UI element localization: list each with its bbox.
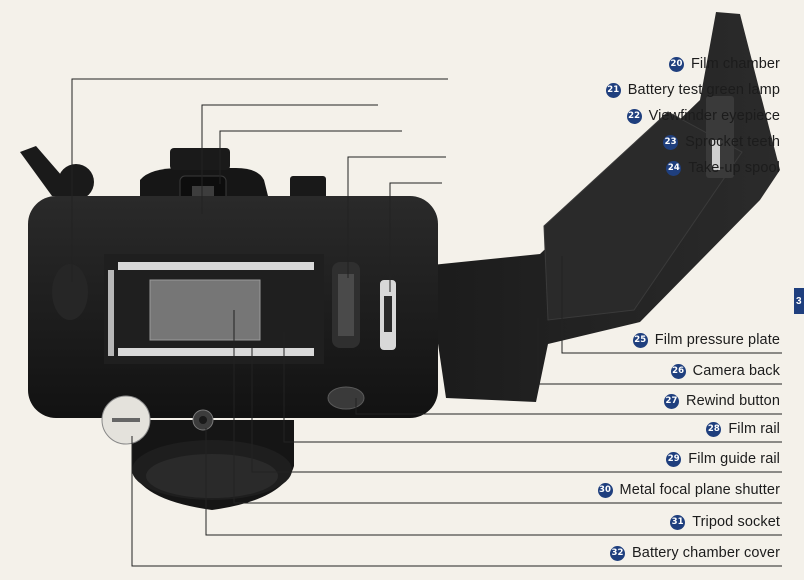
callout-text: Metal focal plane shutter — [619, 482, 780, 498]
callout-text: Film chamber — [690, 56, 780, 72]
callout-take-up-spool: 24 Take-up spool — [666, 158, 780, 178]
callout-film-chamber: 20 Film chamber — [668, 54, 780, 74]
callout-number: 25 — [632, 332, 648, 348]
callout-metal-focal-plane-shutter: 30 Metal focal plane shutter — [597, 480, 780, 500]
callout-text: Tripod socket — [692, 514, 780, 530]
callout-camera-back: 26 Camera back — [670, 361, 780, 381]
callout-viewfinder-eyepiece: 22 Viewfinder eyepiece — [626, 106, 780, 126]
page-tab: 3 — [794, 288, 804, 314]
callout-text: Camera back — [692, 363, 780, 379]
callout-number: 26 — [670, 363, 686, 379]
callout-text: Film guide rail — [688, 451, 780, 467]
callout-number: 22 — [626, 108, 642, 124]
callout-number: 30 — [597, 482, 613, 498]
callout-film-rail: 28 Film rail — [706, 419, 780, 439]
callout-number: 24 — [666, 160, 682, 176]
film-gate — [104, 254, 324, 364]
callout-film-pressure-plate: 25 Film pressure plate — [632, 330, 780, 350]
callout-number: 21 — [605, 82, 621, 98]
callout-text: Viewfinder eyepiece — [648, 108, 780, 124]
callout-battery-chamber-cover: 32 Battery chamber cover — [610, 543, 780, 563]
callout-number: 20 — [668, 56, 684, 72]
callout-text: Rewind button — [686, 393, 780, 409]
film-pressure-plate-shape — [543, 111, 743, 321]
callout-number: 28 — [706, 421, 722, 437]
sprocket-and-spool — [332, 262, 396, 350]
callout-tripod-socket: 31 Tripod socket — [670, 512, 780, 532]
callout-text: Sprocket teeth — [685, 134, 780, 150]
callout-text: Battery chamber cover — [632, 545, 780, 561]
callout-rewind-button: 27 Rewind button — [664, 391, 780, 411]
callout-number: 23 — [663, 134, 679, 150]
rewind-button-shape — [327, 386, 365, 410]
lens-barrel — [132, 420, 294, 510]
callout-number: 29 — [666, 451, 682, 467]
callout-text: Film rail — [728, 421, 780, 437]
callout-number: 31 — [670, 514, 686, 530]
callout-text: Film pressure plate — [654, 332, 780, 348]
callout-film-guide-rail: 29 Film guide rail — [666, 449, 780, 469]
callout-number: 32 — [610, 545, 626, 561]
callout-number: 27 — [664, 393, 679, 409]
callout-battery-test-green-lamp: 21 Battery test green lamp — [605, 80, 780, 100]
film-chamber-shape — [52, 264, 88, 320]
shutter-window — [150, 280, 260, 340]
callout-text: Take-up spool — [688, 160, 780, 176]
leader-lines — [71, 78, 782, 567]
callout-text: Battery test green lamp — [627, 82, 780, 98]
callout-sprocket-teeth: 23 Sprocket teeth — [663, 132, 780, 152]
